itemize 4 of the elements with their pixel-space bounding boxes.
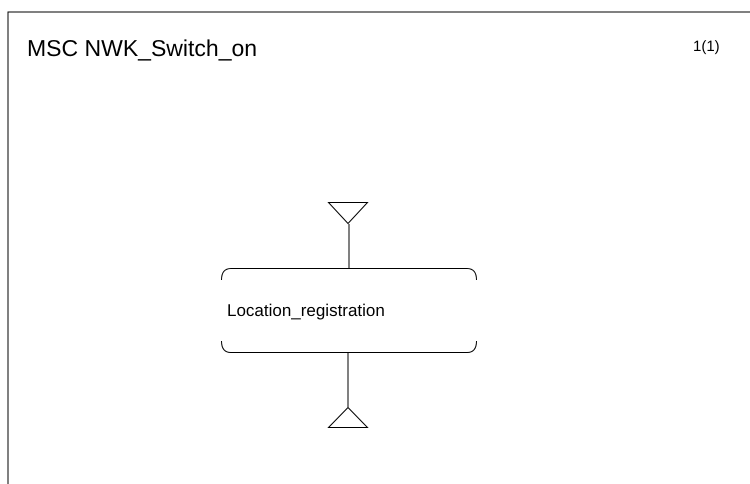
procedure-name: Location_registration: [227, 300, 385, 320]
page-number: 1(1): [693, 38, 720, 55]
flow-line: [348, 224, 350, 268]
diagram-title: MSC NWK_Switch_on: [27, 35, 258, 62]
